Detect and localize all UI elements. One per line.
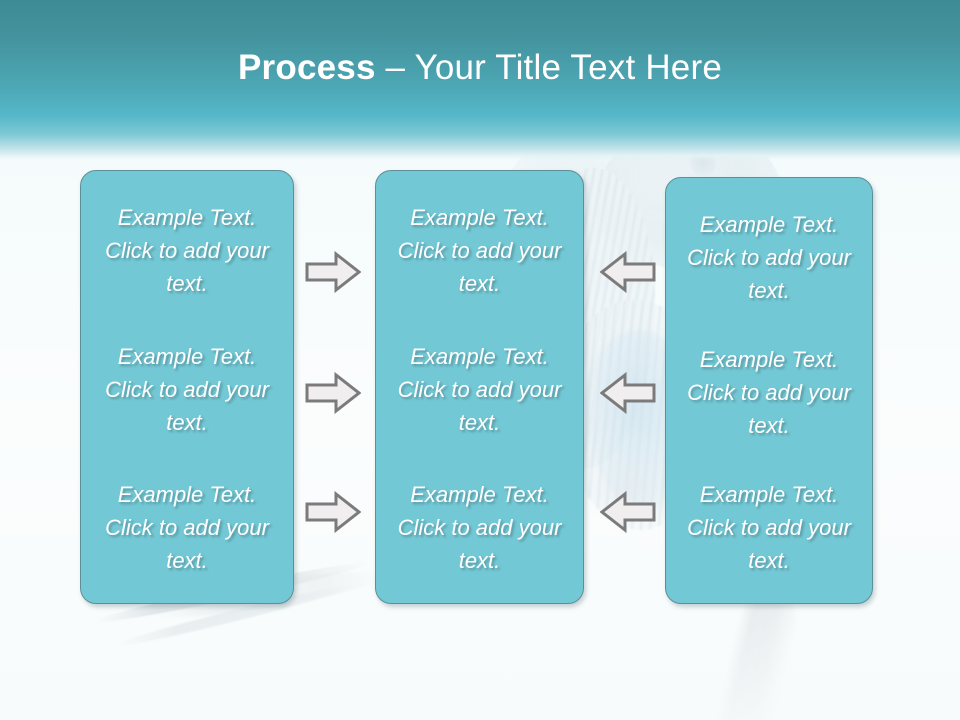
process-cell-left-3[interactable]: Example Text. Click to add your text. (105, 482, 269, 573)
process-column-middle[interactable]: Example Text. Click to add your text. Ex… (375, 170, 584, 604)
bird-perch-shape (703, 588, 803, 720)
arrow-left-icon-1[interactable] (600, 251, 656, 293)
process-cell-left-2[interactable]: Example Text. Click to add your text. (105, 343, 269, 435)
process-cell-middle-1[interactable]: Example Text. Click to add your text. (397, 205, 562, 296)
title-banner: Process – Your Title Text Here (0, 0, 960, 160)
page-title-emphasis: Process (238, 48, 376, 87)
arrow-right-icon-2[interactable] (305, 372, 361, 414)
process-column-right[interactable]: Example Text. Click to add your text. Ex… (665, 177, 873, 604)
arrow-right-icon-3[interactable] (305, 491, 361, 533)
process-cell-middle-3[interactable]: Example Text. Click to add your text. (397, 482, 562, 573)
arrow-left-icon-3[interactable] (600, 491, 656, 533)
arrow-left-icon-2[interactable] (600, 372, 656, 414)
page-title-rest: – Your Title Text Here (375, 48, 722, 87)
process-cell-left-1[interactable]: Example Text. Click to add your text. (105, 205, 269, 296)
arrow-right-icon-1[interactable] (305, 251, 361, 293)
process-cell-right-1[interactable]: Example Text. Click to add your text. (687, 212, 851, 303)
process-cell-right-2[interactable]: Example Text. Click to add your text. (687, 347, 851, 438)
process-column-left[interactable]: Example Text. Click to add your text. Ex… (80, 170, 294, 604)
page-title: Process – Your Title Text Here (0, 46, 960, 90)
process-cell-middle-2[interactable]: Example Text. Click to add your text. (397, 343, 562, 435)
process-cell-right-3[interactable]: Example Text. Click to add your text. (687, 482, 851, 573)
